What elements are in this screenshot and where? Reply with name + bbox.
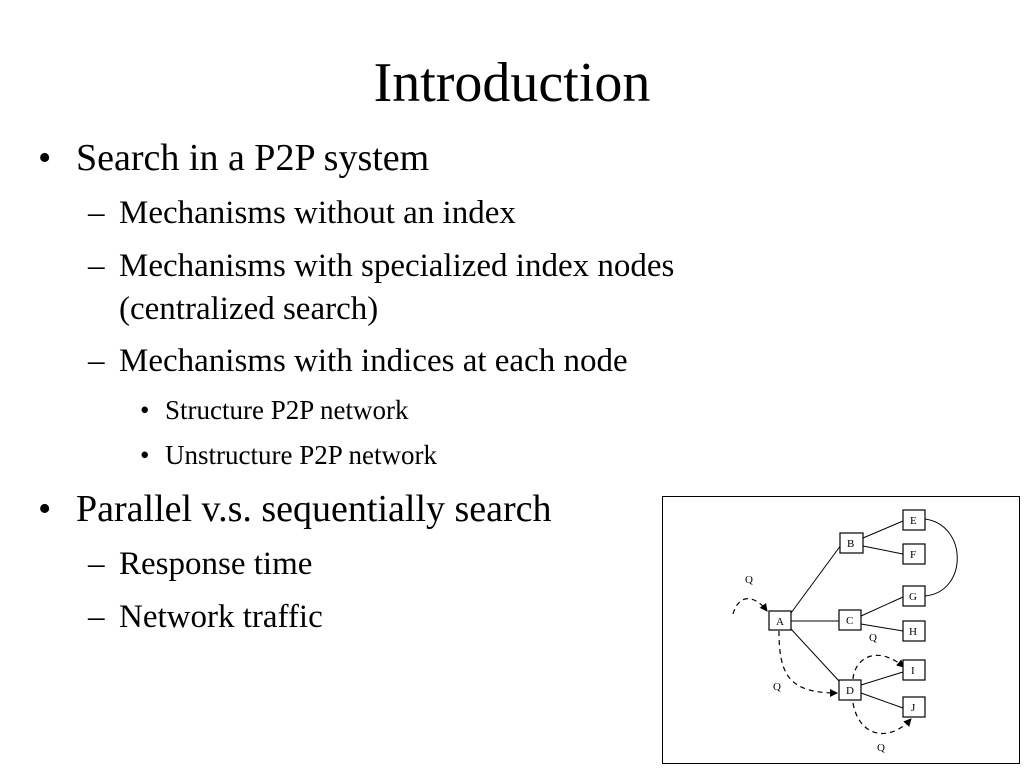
svg-text:D: D: [846, 685, 854, 697]
svg-text:I: I: [911, 665, 915, 677]
bullet-marker: •: [38, 488, 52, 530]
edge-d-i: [860, 671, 904, 686]
edge-e-g: [924, 518, 958, 597]
sub-bullet-specialized-index-cont: (centralized search): [119, 291, 379, 327]
node-h: H: [902, 620, 926, 642]
query-label: Q: [877, 742, 885, 754]
svg-text:B: B: [847, 538, 854, 550]
query-label: Q: [745, 574, 753, 586]
sub-bullet-response-time: Response time: [119, 546, 313, 582]
search-network-diagram: Q Q Q Q A B C D E F G: [662, 496, 1020, 764]
bullet-marker: •: [38, 137, 52, 179]
node-j: J: [902, 696, 926, 718]
dash-marker: –: [88, 546, 105, 582]
query-label: Q: [869, 632, 877, 644]
node-c: C: [838, 609, 862, 631]
svg-text:E: E: [910, 515, 917, 527]
dash-marker: –: [88, 195, 105, 231]
svg-text:A: A: [776, 616, 784, 628]
node-f: F: [902, 543, 926, 565]
query-path-d-j: [852, 702, 912, 735]
edge-c-g: [860, 596, 904, 617]
svg-text:C: C: [846, 615, 853, 627]
edge-c-h: [860, 623, 904, 632]
svg-text:G: G: [909, 591, 917, 603]
query-label: Q: [773, 681, 781, 693]
node-d: D: [838, 679, 862, 701]
node-e: E: [902, 509, 926, 531]
network-graph: Q Q Q Q A B C D E F G: [732, 509, 958, 754]
bullet-marker: •: [140, 440, 150, 470]
dash-marker: –: [88, 248, 105, 284]
edge-d-j: [860, 692, 904, 709]
dash-marker: –: [88, 343, 105, 379]
edge-a-d: [790, 628, 840, 682]
sub-sub-bullet-unstructure: Unstructure P2P network: [165, 440, 437, 470]
node-a: A: [768, 610, 792, 631]
query-path-d-i: [852, 654, 905, 680]
node-i: I: [902, 659, 926, 681]
slide-title: Introduction: [373, 52, 651, 114]
edge-a-b: [790, 544, 842, 614]
edge-b-f: [862, 545, 904, 555]
node-b: B: [839, 532, 864, 554]
svg-text:H: H: [909, 626, 917, 638]
dash-marker: –: [88, 599, 105, 635]
sub-bullet-indices-each-node: Mechanisms with indices at each node: [119, 343, 628, 379]
svg-text:F: F: [910, 549, 916, 561]
sub-bullet-no-index: Mechanisms without an index: [119, 195, 516, 231]
bullet-parallel-search: Parallel v.s. sequentially search: [76, 488, 552, 530]
node-g: G: [902, 585, 926, 607]
query-path-into-a: [732, 598, 768, 615]
sub-bullet-specialized-index: Mechanisms with specialized index nodes: [119, 248, 675, 284]
bullet-search-p2p: Search in a P2P system: [76, 137, 430, 179]
svg-text:J: J: [911, 702, 916, 714]
query-path-a-d: [778, 630, 838, 697]
bullet-marker: •: [140, 395, 150, 425]
sub-sub-bullet-structure: Structure P2P network: [165, 395, 409, 425]
sub-bullet-network-traffic: Network traffic: [119, 599, 323, 635]
edge-b-e: [862, 520, 904, 539]
